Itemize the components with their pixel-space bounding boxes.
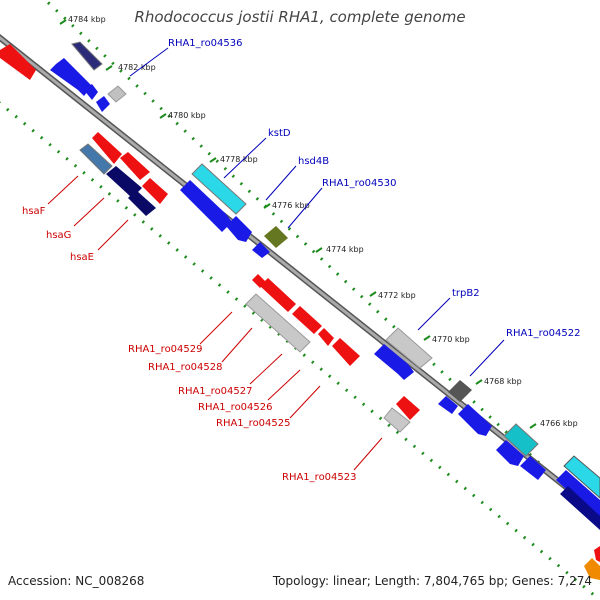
connector-ro04528 bbox=[221, 327, 253, 363]
gene-ro04536-b[interactable] bbox=[107, 85, 127, 103]
tick-mark-4770 bbox=[423, 335, 431, 341]
gene-fwd-gray-1[interactable] bbox=[448, 380, 472, 402]
label-ro04522[interactable]: RHA1_ro04522 bbox=[506, 328, 581, 339]
gene-fwd-blue-8[interactable] bbox=[438, 396, 458, 414]
gene-hsae[interactable] bbox=[128, 190, 156, 216]
connector-hsag bbox=[73, 197, 105, 227]
connector-hsd4b bbox=[265, 165, 297, 201]
gene-rev-red-5[interactable] bbox=[594, 546, 600, 562]
connector-ro04530 bbox=[287, 187, 323, 229]
tick-mark-4782 bbox=[105, 65, 113, 71]
gene-fwd-blue-9[interactable] bbox=[458, 404, 492, 436]
connector-hsaf bbox=[47, 175, 79, 205]
guide-outer-forward bbox=[43, 0, 600, 522]
gene-fwd-cyan-2[interactable] bbox=[563, 455, 600, 499]
gene-ro04527[interactable] bbox=[292, 306, 322, 334]
gene-ro04526[interactable] bbox=[318, 328, 334, 346]
topology-text: Topology: linear; Length: 7,804,765 bp; … bbox=[272, 574, 592, 588]
label-hsae[interactable]: hsaE bbox=[70, 252, 94, 263]
tick-label-4780: 4780 kbp bbox=[168, 111, 206, 120]
label-ro04527[interactable]: RHA1_ro04527 bbox=[178, 386, 253, 397]
tick-mark-4778 bbox=[209, 157, 217, 163]
gene-fwd-blue-2[interactable] bbox=[84, 84, 98, 100]
gene-fwd-teal[interactable] bbox=[503, 423, 539, 457]
label-trpb2[interactable]: trpB2 bbox=[452, 288, 480, 299]
gene-fwd-blue-1[interactable] bbox=[50, 58, 92, 96]
gene-rev-red-0[interactable] bbox=[0, 44, 36, 80]
gene-trpb2[interactable] bbox=[385, 327, 433, 369]
tick-label-4772: 4772 kbp bbox=[378, 291, 416, 300]
connector-ro04527 bbox=[249, 353, 283, 385]
tick-mark-4772 bbox=[369, 291, 377, 297]
gene-kstd[interactable] bbox=[191, 163, 247, 215]
gene-hsaf[interactable] bbox=[79, 143, 113, 175]
label-ro04529[interactable]: RHA1_ro04529 bbox=[128, 344, 203, 355]
label-kstd[interactable]: kstD bbox=[268, 128, 291, 139]
tick-label-4776: 4776 kbp bbox=[272, 201, 310, 210]
tick-label-4768: 4768 kbp bbox=[484, 377, 522, 386]
connector-ro04529 bbox=[199, 311, 233, 345]
tick-mark-4784 bbox=[59, 19, 67, 25]
tick-label-4778: 4778 kbp bbox=[220, 155, 258, 164]
connector-ro04522 bbox=[469, 339, 505, 377]
gene-fwd-navy[interactable] bbox=[560, 486, 600, 530]
tick-label-4770: 4770 kbp bbox=[432, 335, 470, 344]
gene-ro04536-a[interactable] bbox=[71, 41, 103, 71]
gene-ro04525[interactable] bbox=[332, 338, 360, 366]
backbone bbox=[0, 34, 600, 518]
tick-label-4766: 4766 kbp bbox=[540, 419, 578, 428]
tick-label-4774: 4774 kbp bbox=[326, 245, 364, 254]
gene-fwd-blue-6[interactable] bbox=[252, 242, 270, 258]
tick-mark-4766 bbox=[529, 423, 537, 429]
label-ro04525[interactable]: RHA1_ro04525 bbox=[216, 418, 291, 429]
connector-hsae bbox=[97, 219, 129, 251]
connector-trpb2 bbox=[417, 297, 451, 331]
gene-hsag[interactable] bbox=[106, 166, 142, 198]
connector-ro04536 bbox=[129, 47, 169, 77]
tick-mark-4774 bbox=[315, 247, 323, 253]
tick-mark-4780 bbox=[159, 113, 167, 119]
gene-fwd-blue-4[interactable] bbox=[180, 180, 232, 232]
gene-rev-red-2[interactable] bbox=[120, 152, 150, 180]
gene-ro04523[interactable] bbox=[383, 407, 411, 433]
accession-text: Accession: NC_008268 bbox=[8, 574, 145, 588]
label-ro04536[interactable]: RHA1_ro04536 bbox=[168, 38, 243, 49]
label-hsaf[interactable]: hsaF bbox=[22, 206, 46, 217]
gene-fwd-blue-3[interactable] bbox=[96, 96, 110, 112]
label-ro04526[interactable]: RHA1_ro04526 bbox=[198, 402, 273, 413]
start-codon-arrow-icon[interactable] bbox=[584, 558, 600, 580]
gene-ro04523-a[interactable] bbox=[396, 396, 420, 420]
label-ro04530[interactable]: RHA1_ro04530 bbox=[322, 178, 397, 189]
map-title: Rhodococcus jostii RHA1, complete genome bbox=[134, 8, 466, 26]
label-hsag[interactable]: hsaG bbox=[46, 230, 71, 241]
label-hsd4b[interactable]: hsd4B bbox=[298, 156, 329, 167]
connector-ro04525 bbox=[289, 385, 321, 419]
gene-rev-red-3[interactable] bbox=[142, 178, 168, 204]
gene-rev-red-1[interactable] bbox=[92, 132, 122, 164]
gene-fwd-blue-10[interactable] bbox=[496, 440, 524, 466]
gene-fwd-blue-7[interactable] bbox=[374, 344, 414, 380]
label-ro04523[interactable]: RHA1_ro04523 bbox=[282, 472, 357, 483]
tick-mark-4776 bbox=[263, 203, 271, 209]
tick-label-4782: 4782 kbp bbox=[118, 63, 156, 72]
gene-ro04528[interactable] bbox=[245, 293, 311, 353]
gene-fwd-blue-11[interactable] bbox=[520, 456, 546, 480]
tick-label-4784: 4784 kbp bbox=[68, 15, 106, 24]
connector-kstd bbox=[223, 137, 267, 179]
connector-ro04526 bbox=[267, 369, 301, 401]
tick-mark-4768 bbox=[475, 379, 483, 385]
gene-rev-red-4[interactable] bbox=[260, 278, 296, 312]
connector-ro04523 bbox=[353, 437, 383, 471]
gene-ro04530[interactable] bbox=[264, 226, 288, 248]
gene-fwd-blue-5[interactable] bbox=[226, 216, 252, 242]
label-ro04528[interactable]: RHA1_ro04528 bbox=[148, 362, 223, 373]
